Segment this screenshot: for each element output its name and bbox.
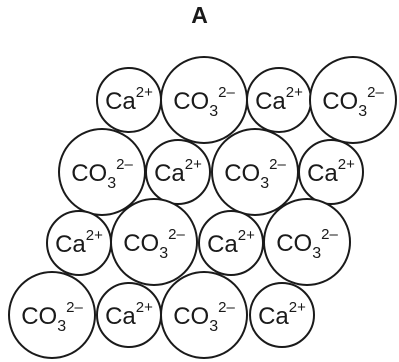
ion-charge: 2+ xyxy=(185,156,202,173)
calcium-ion: Ca2+ xyxy=(249,282,315,348)
ion-subscript: 3 xyxy=(358,103,367,120)
ion-formula: CO32– xyxy=(173,299,235,335)
ion-formula: Ca2+ xyxy=(207,227,255,258)
ion-subscript: 3 xyxy=(312,245,321,262)
ion-charge: 2– xyxy=(66,299,83,316)
ion-formula: Ca2+ xyxy=(154,156,202,187)
ion-formula: Ca2+ xyxy=(258,299,306,330)
ion-symbol: CO xyxy=(173,303,209,330)
ion-symbol: CO xyxy=(322,88,358,115)
ion-formula: Ca2+ xyxy=(55,227,103,258)
ion-formula: CO32– xyxy=(123,226,185,262)
ion-subscript: 3 xyxy=(107,175,116,192)
ion-symbol: Ca xyxy=(258,303,289,330)
calcium-ion: Ca2+ xyxy=(96,282,162,348)
ion-circle xyxy=(110,198,198,286)
ion-symbol: CO xyxy=(276,230,312,257)
ion-formula: CO32– xyxy=(71,156,133,192)
ion-circle xyxy=(249,282,315,348)
ion-charge: 2+ xyxy=(238,227,255,244)
ion-formula: Ca2+ xyxy=(105,299,153,330)
ion-formula: CO32– xyxy=(21,299,83,335)
calcium-ion: Ca2+ xyxy=(46,210,112,276)
calcium-ion: Ca2+ xyxy=(298,139,364,205)
ion-symbol: Ca xyxy=(255,88,286,115)
ion-symbol: CO xyxy=(21,303,57,330)
ion-charge: 2– xyxy=(321,226,338,243)
ion-symbol: CO xyxy=(123,230,159,257)
carbonate-ion: CO32– xyxy=(110,198,198,286)
carbonate-ion: CO32– xyxy=(160,56,248,144)
ion-charge: 2+ xyxy=(136,84,153,101)
ion-subscript: 3 xyxy=(209,103,218,120)
carbonate-ion: CO32– xyxy=(309,56,397,144)
ion-charge: 2+ xyxy=(289,299,306,316)
calcium-ion: Ca2+ xyxy=(96,67,162,133)
ion-subscript: 3 xyxy=(57,318,66,335)
ion-charge: 2+ xyxy=(338,156,355,173)
ion-circle xyxy=(263,198,351,286)
figure-label: A xyxy=(191,2,208,28)
ion-subscript: 3 xyxy=(209,318,218,335)
ion-symbol: Ca xyxy=(105,88,136,115)
ion-symbol: Ca xyxy=(154,160,185,187)
ion-formula: Ca2+ xyxy=(307,156,355,187)
ion-circle xyxy=(298,139,364,205)
ion-formula: CO32– xyxy=(173,84,235,120)
ion-circle xyxy=(145,139,211,205)
ion-formula: Ca2+ xyxy=(105,84,153,115)
carbonate-ion: CO32– xyxy=(160,271,248,359)
ion-formula: CO32– xyxy=(322,84,384,120)
ion-symbol: Ca xyxy=(307,160,338,187)
ion-symbol: CO xyxy=(71,160,107,187)
ion-symbol: CO xyxy=(173,88,209,115)
ion-charge: 2– xyxy=(218,299,235,316)
ion-circle xyxy=(198,210,264,276)
calcium-ion: Ca2+ xyxy=(198,210,264,276)
ion-formula: Ca2+ xyxy=(255,84,303,115)
ion-charge: 2– xyxy=(218,84,235,101)
ion-charge: 2+ xyxy=(136,299,153,316)
ion-symbol: CO xyxy=(224,160,260,187)
carbonate-ion: CO32– xyxy=(211,128,299,216)
calcium-ion: Ca2+ xyxy=(145,139,211,205)
ion-formula: CO32– xyxy=(276,226,338,262)
ion-subscript: 3 xyxy=(260,175,269,192)
ion-charge: 2– xyxy=(269,156,286,173)
ion-symbol: Ca xyxy=(207,231,238,258)
calcium-ion: Ca2+ xyxy=(246,67,312,133)
ion-charge: 2+ xyxy=(86,227,103,244)
ion-symbol: Ca xyxy=(55,231,86,258)
ion-circle xyxy=(160,271,248,359)
carbonate-ion: CO32– xyxy=(263,198,351,286)
ion-charge: 2– xyxy=(367,84,384,101)
ion-formula: CO32– xyxy=(224,156,286,192)
carbonate-ion: CO32– xyxy=(8,271,96,359)
ion-circle xyxy=(8,271,96,359)
ion-subscript: 3 xyxy=(159,245,168,262)
ion-symbol: Ca xyxy=(105,303,136,330)
ion-charge: 2– xyxy=(168,226,185,243)
ion-charge: 2– xyxy=(116,156,133,173)
ion-circle xyxy=(309,56,397,144)
carbonate-ion: CO32– xyxy=(58,128,146,216)
ion-charge: 2+ xyxy=(286,84,303,101)
